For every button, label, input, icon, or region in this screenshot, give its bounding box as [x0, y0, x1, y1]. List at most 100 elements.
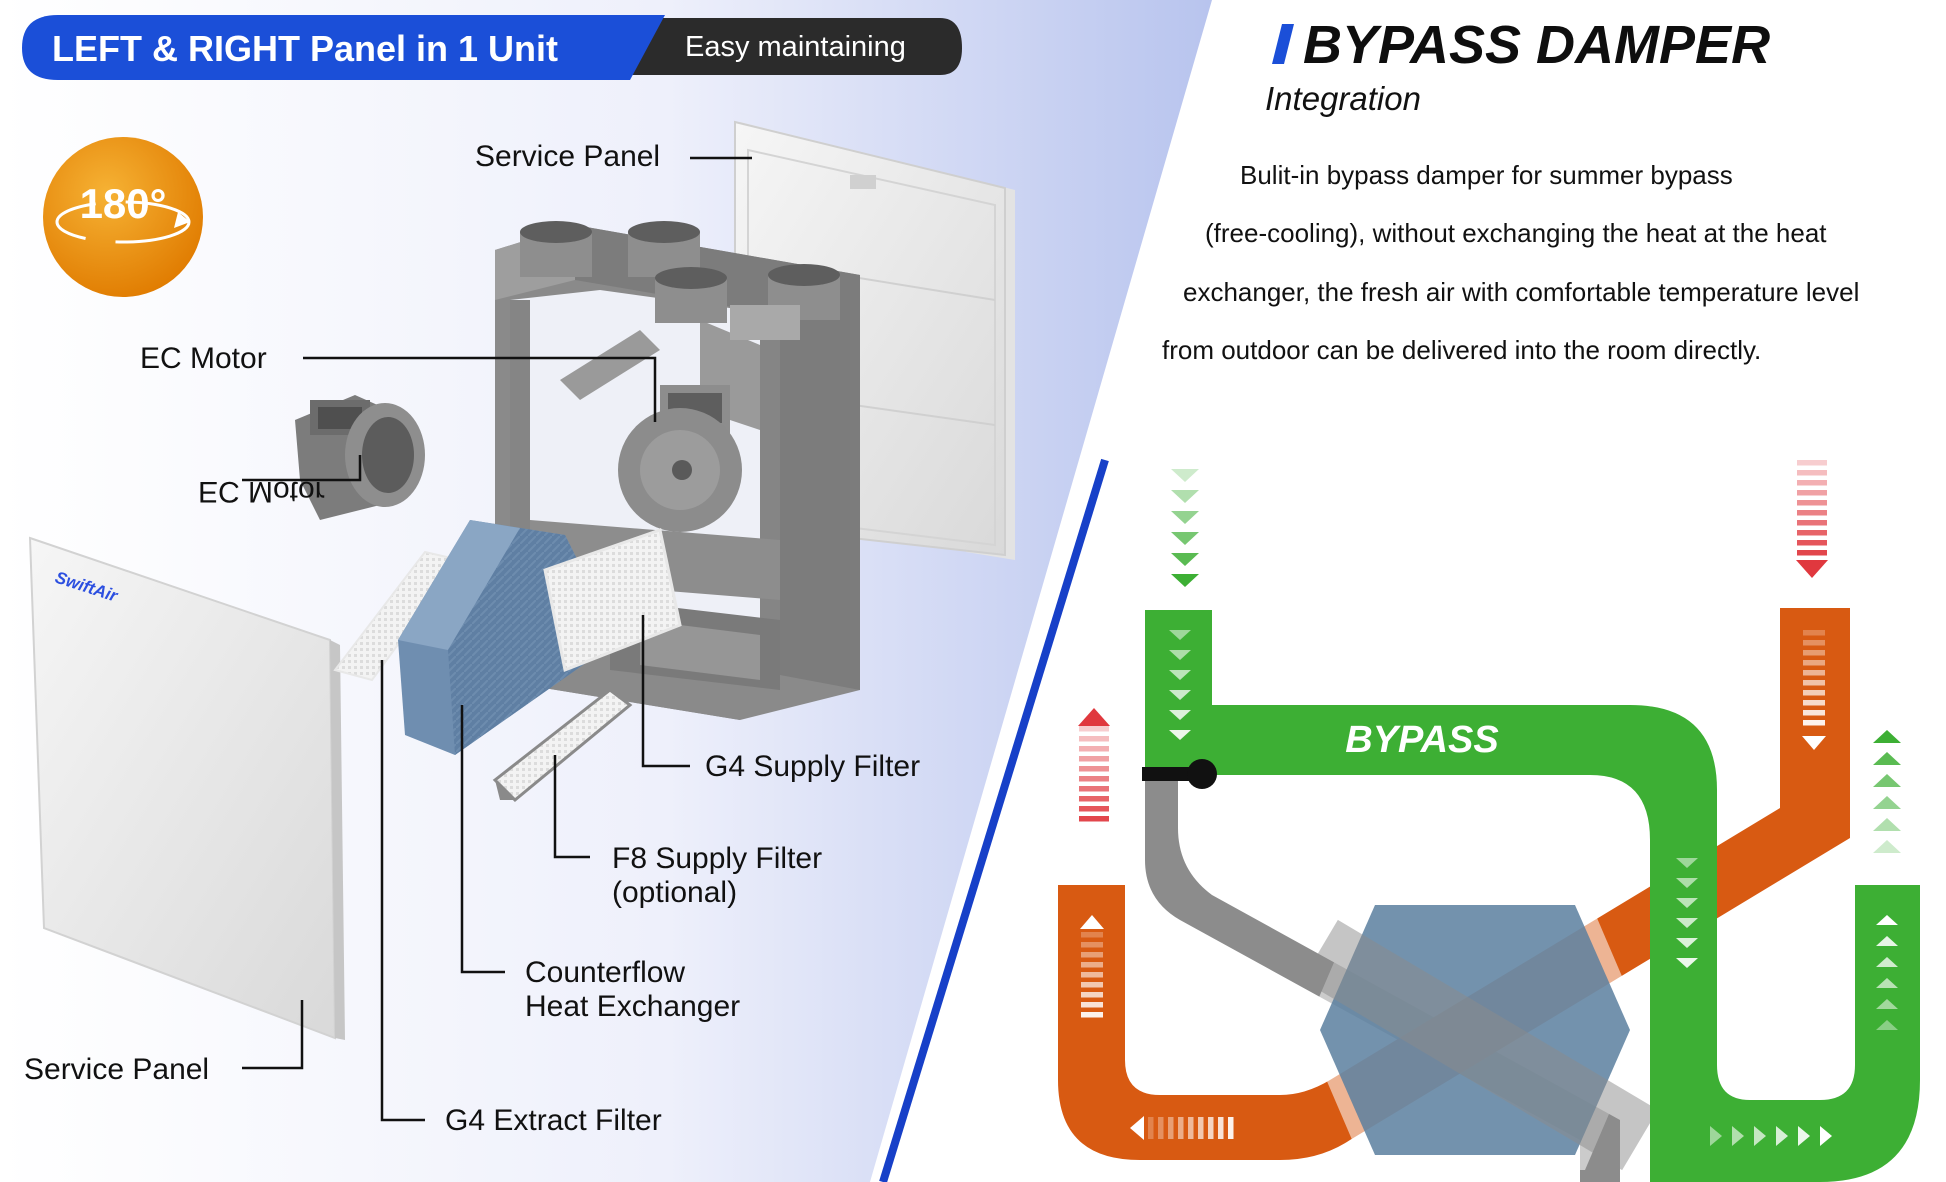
flow-arrow-icon — [1796, 560, 1828, 578]
flow-bar-icon — [1081, 1002, 1103, 1008]
callout-lines — [242, 156, 752, 1122]
flow-arrow-icon — [1876, 936, 1898, 946]
damper-blade — [1142, 767, 1200, 781]
flow-arrow-icon — [1873, 774, 1901, 787]
damper-pivot-icon — [1187, 759, 1217, 789]
badge-text: 180° — [80, 180, 167, 227]
flow-bar-icon — [1079, 776, 1109, 782]
header-tag-group: Easy maintaining — [630, 18, 962, 75]
flow-arrow-icon — [1873, 730, 1901, 743]
flow-arrow-icon — [1876, 1020, 1898, 1030]
flow-bar-icon — [1081, 962, 1103, 968]
flow-bar-icon — [1081, 982, 1103, 988]
flow-arrow-icon — [1169, 670, 1191, 680]
flow-bar-icon — [1803, 720, 1825, 726]
flow-arrow-icon — [1873, 796, 1901, 809]
heat-exchanger-assembly — [333, 520, 682, 803]
flow-bar-icon — [1178, 1117, 1184, 1139]
header-tag: Easy maintaining — [685, 31, 906, 63]
ec-motor-installed — [618, 385, 742, 532]
flow-bar-icon — [1797, 480, 1827, 486]
left-labels: Service Panel EC Motor EC Motor G4 Suppl… — [24, 140, 920, 1137]
flow-bar-icon — [1803, 680, 1825, 686]
flow-arrow-icon — [1169, 630, 1191, 640]
flow-arrow-icon — [1080, 915, 1104, 929]
flow-arrow-icon — [1776, 1126, 1788, 1146]
ec-motor-loose — [295, 395, 425, 520]
badge-circle — [43, 137, 203, 297]
flow-bar-icon — [1803, 690, 1825, 696]
flow-arrow-icon — [1876, 957, 1898, 967]
flow-arrow-icon — [1676, 878, 1698, 888]
label-counterflow: Counterflow — [525, 956, 685, 989]
flow-arrow-icon — [1171, 469, 1199, 482]
flow-arrow-icon — [1732, 1126, 1744, 1146]
flow-arrow-icon — [1873, 752, 1901, 765]
flow-bar-icon — [1081, 942, 1103, 948]
flow-bar-icon — [1797, 500, 1827, 506]
flow-bar-icon — [1228, 1117, 1234, 1139]
flow-arrow-icon — [1802, 736, 1826, 750]
flow-arrow-icon — [1130, 1116, 1144, 1140]
title-accent-bar — [1272, 24, 1294, 64]
flow-bar-icon — [1797, 510, 1827, 516]
flow-arrow-icon — [1873, 818, 1901, 831]
flow-bar-icon — [1079, 756, 1109, 762]
flow-arrow-icon — [1169, 690, 1191, 700]
label-f8-optional: (optional) — [612, 876, 737, 909]
flow-bar-icon — [1079, 816, 1109, 822]
flow-arrow-icon — [1676, 858, 1698, 868]
flow-arrow-icon — [1171, 574, 1199, 587]
label-heat-exchanger: Heat Exchanger — [525, 990, 740, 1023]
flow-arrow-icon — [1876, 999, 1898, 1009]
header-title-bg — [22, 15, 665, 80]
label-g4-supply-filter: G4 Supply Filter — [705, 750, 920, 783]
flow-arrow-icon — [1171, 490, 1199, 503]
label-ec-motor-top: EC Motor — [140, 342, 267, 375]
flow-bar-icon — [1079, 726, 1109, 732]
flow-bar-icon — [1803, 630, 1825, 636]
flow-bar-icon — [1803, 710, 1825, 716]
flow-bar-icon — [1079, 746, 1109, 752]
flow-bar-icon — [1797, 550, 1827, 556]
flow-arrow-icon — [1171, 553, 1199, 566]
flow-bar-icon — [1168, 1117, 1174, 1139]
flow-arrow-icon — [1876, 915, 1898, 925]
flow-bar-icon — [1797, 530, 1827, 536]
flow-bar-icon — [1218, 1117, 1224, 1139]
flow-arrow-icon — [1676, 958, 1698, 968]
service-panel-front: SwiftAir — [28, 536, 345, 1040]
flow-bar-icon — [1081, 952, 1103, 958]
header-title: LEFT & RIGHT Panel in 1 Unit — [52, 28, 558, 69]
bypass-subtitle: Integration — [1265, 80, 1421, 117]
description-line-3: exchanger, the fresh air with comfortabl… — [1183, 277, 1860, 307]
label-service-panel-bottom: Service Panel — [24, 1053, 209, 1086]
flow-bar-icon — [1158, 1117, 1164, 1139]
flow-bar-icon — [1797, 470, 1827, 476]
description-line-1: Bulit-in bypass damper for summer bypass — [1240, 160, 1733, 190]
flow-arrow-icon — [1169, 710, 1191, 720]
bypass-title: BYPASS DAMPER — [1303, 15, 1770, 75]
flow-arrow-icon — [1171, 511, 1199, 524]
flow-bar-icon — [1079, 806, 1109, 812]
flow-bar-icon — [1079, 786, 1109, 792]
flow-arrow-icon — [1876, 978, 1898, 988]
flow-bar-icon — [1803, 670, 1825, 676]
flow-bar-icon — [1079, 796, 1109, 802]
duct-spigots — [520, 221, 840, 340]
flow-arrow-icon — [1820, 1126, 1832, 1146]
flow-bar-icon — [1797, 460, 1827, 466]
flow-arrow-icon — [1169, 730, 1191, 740]
header-tag-bg — [630, 18, 962, 75]
description-line-2: (free-cooling), without exchanging the h… — [1205, 218, 1827, 248]
flow-bar-icon — [1198, 1117, 1204, 1139]
header-title-group: LEFT & RIGHT Panel in 1 Unit — [22, 15, 665, 80]
label-f8-supply-filter: F8 Supply Filter — [612, 842, 822, 875]
label-g4-extract-filter: G4 Extract Filter — [445, 1104, 662, 1137]
flow-arrow-icon — [1676, 918, 1698, 928]
flow-bar-icon — [1797, 520, 1827, 526]
flow-arrow-icon — [1078, 708, 1110, 726]
flow-bar-icon — [1803, 640, 1825, 646]
rotate-arrowhead-icon — [174, 212, 190, 228]
